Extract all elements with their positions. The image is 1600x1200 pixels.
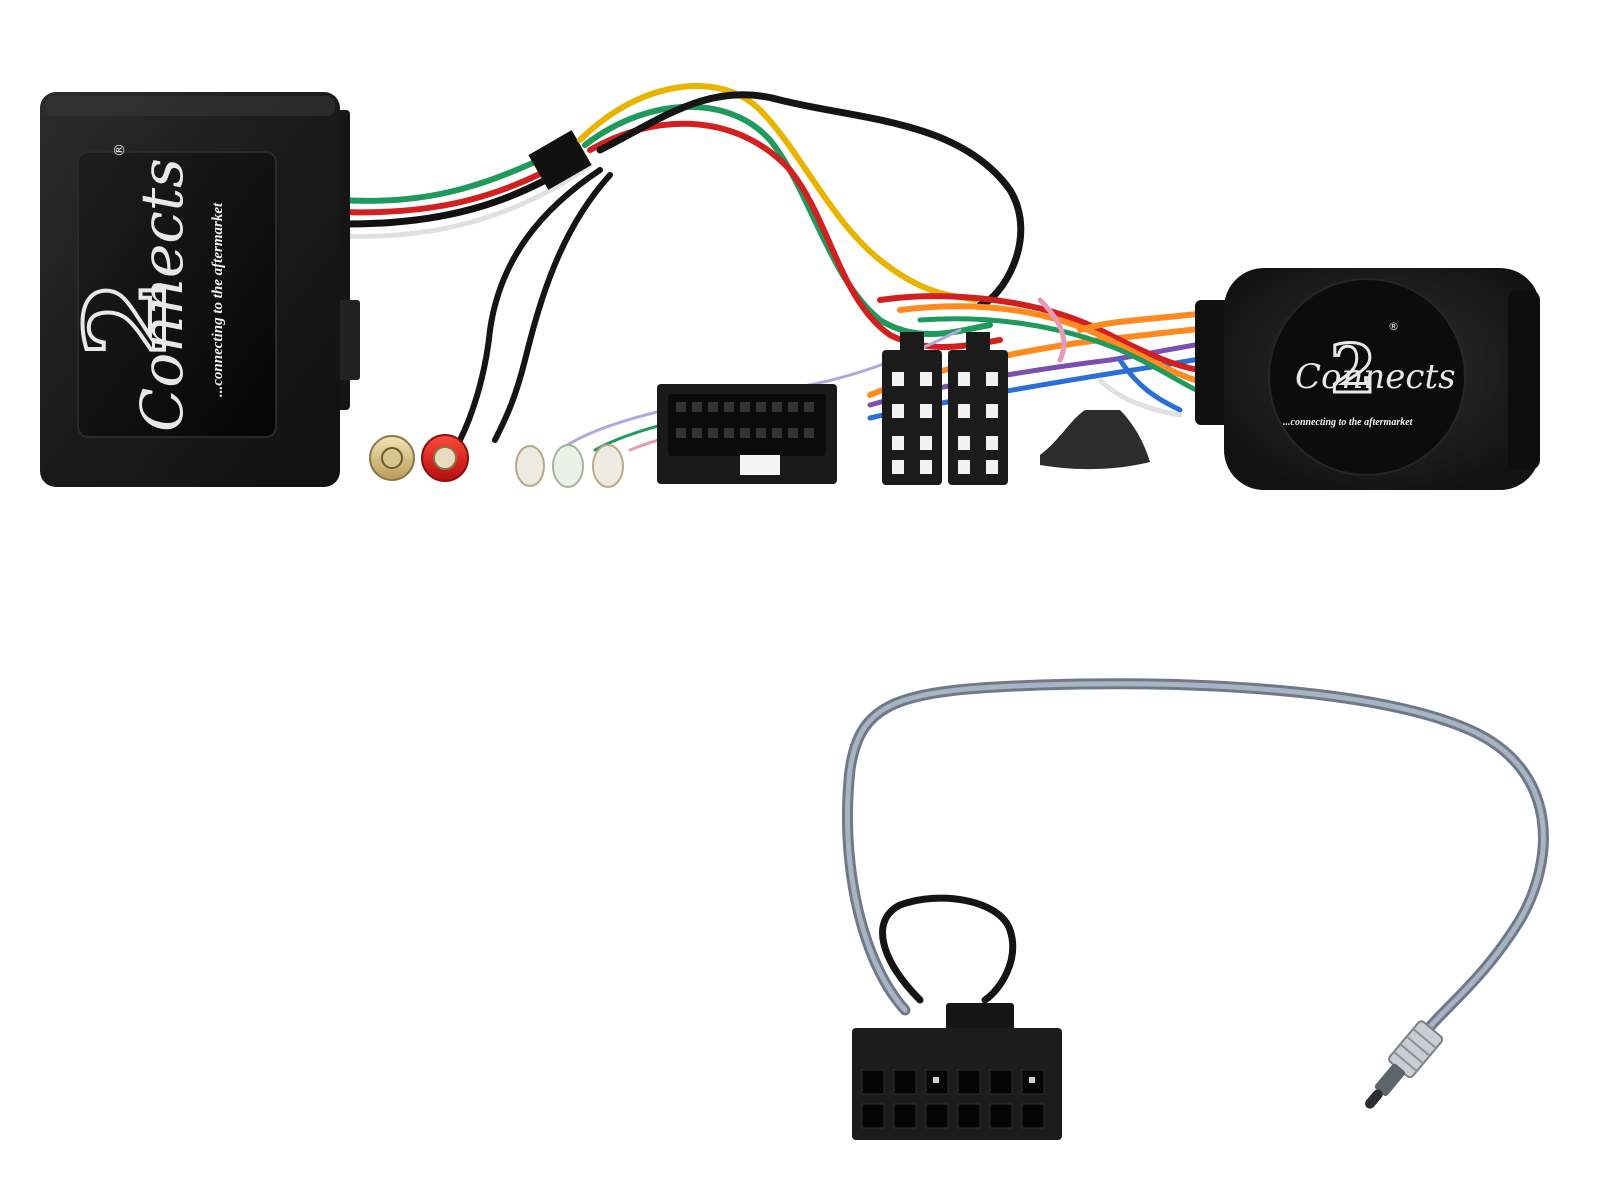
rca-plug-icon — [369, 434, 469, 482]
mini-jack-plug — [1365, 1020, 1444, 1109]
tagline: ...connecting to the aftermarket — [210, 202, 226, 397]
interface-box-icon: 2 Connects ® ...connecting to the afterm… — [59, 143, 226, 432]
module-b: 2 Connects ® ...connecting to the afterm… — [1195, 268, 1540, 490]
iso-connector-icon — [882, 332, 1008, 485]
grommet — [1040, 410, 1150, 470]
brand-name: Connects — [1295, 357, 1456, 397]
module-a: 2 Connects ® ...connecting to the afterm… — [40, 92, 360, 487]
registered-mark: ® — [112, 143, 128, 157]
tagline: ...connecting to the aftermarket — [1283, 417, 1414, 428]
multi-pin-connector-icon — [657, 384, 837, 484]
brand-name: Connects — [128, 158, 196, 432]
brand-number: 2 — [61, 280, 190, 357]
patch-lead-icon — [841, 678, 1549, 1051]
twelve-pin-connector — [852, 1003, 1062, 1140]
control-box-icon: 2 Connects ® ...connecting to the afterm… — [1283, 320, 1456, 428]
mini-jack-icon — [515, 444, 624, 488]
registered-mark: ® — [1388, 320, 1399, 333]
brand-number: 2 — [1330, 330, 1376, 408]
